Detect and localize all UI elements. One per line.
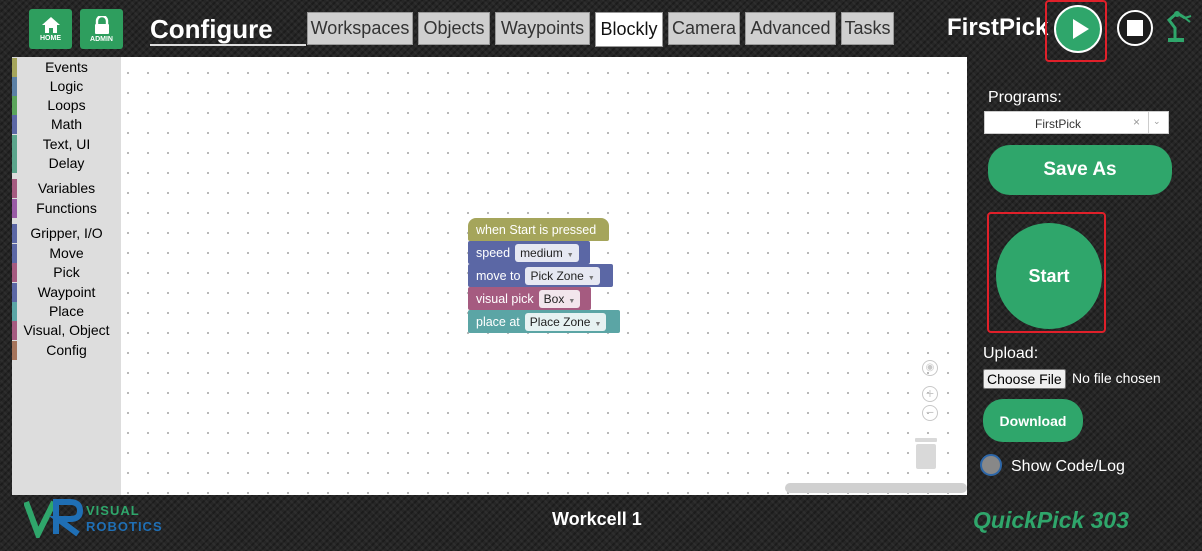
toolbox-category-waypoint[interactable]: Waypoint	[12, 283, 121, 302]
select-divider	[1148, 112, 1149, 133]
pick-object-dropdown[interactable]: Box▼	[538, 289, 581, 308]
category-color-bar	[12, 283, 17, 302]
trash-icon[interactable]	[914, 435, 938, 471]
choose-file-button[interactable]: Choose File	[983, 369, 1066, 389]
download-button[interactable]: Download	[983, 399, 1083, 442]
event-block-label: when Start is pressed	[476, 222, 597, 237]
program-select[interactable]: FirstPick × ⌄	[984, 111, 1169, 134]
tab-tasks[interactable]: Tasks	[841, 12, 894, 45]
place-block-label: place at	[476, 314, 520, 329]
zoom-out-icon[interactable]: −	[922, 405, 938, 421]
speed-block[interactable]: speed medium▼	[468, 241, 590, 264]
category-color-bar	[12, 199, 17, 218]
toolbox-category-variables[interactable]: Variables	[12, 179, 121, 198]
workcell-label: Workcell 1	[552, 509, 642, 529]
toolbox-category-pick[interactable]: Pick	[12, 263, 121, 282]
home-label: HOME	[40, 35, 61, 42]
category-color-bar	[12, 244, 17, 263]
zoom-in-icon[interactable]: +	[922, 386, 938, 402]
home-icon	[41, 17, 60, 33]
home-button[interactable]: HOME	[29, 9, 72, 49]
tab-workspaces[interactable]: Workspaces	[307, 12, 413, 45]
place-target-dropdown[interactable]: Place Zone▼	[524, 312, 607, 331]
category-color-bar	[12, 302, 17, 321]
product-name-b: 303	[1084, 507, 1129, 533]
page-title: Configure	[150, 14, 273, 44]
program-select-value: FirstPick	[1035, 117, 1081, 131]
no-file-text: No file chosen	[1072, 370, 1161, 386]
category-color-bar	[12, 77, 17, 96]
start-button[interactable]: Start	[996, 223, 1102, 329]
category-color-bar	[12, 263, 17, 282]
blockly-toolbox: Events Logic Loops Math Text, UI Delay V…	[12, 57, 121, 495]
category-color-bar	[12, 224, 17, 243]
toolbox-category-gripper-io[interactable]: Gripper, I/O	[12, 224, 121, 243]
dropdown-arrow-icon: ▼	[587, 274, 595, 282]
toolbox-category-delay[interactable]: Delay	[12, 154, 121, 173]
play-button[interactable]	[1054, 5, 1102, 53]
category-color-bar	[12, 341, 17, 360]
speed-block-label: speed	[476, 245, 511, 260]
category-color-bar	[12, 321, 17, 340]
stop-icon	[1127, 20, 1143, 36]
lock-icon	[94, 15, 109, 34]
clear-icon[interactable]: ×	[1133, 115, 1141, 129]
event-block[interactable]: when Start is pressed	[468, 218, 609, 241]
toolbox-category-math[interactable]: Math	[12, 115, 121, 134]
dropdown-arrow-icon: ▼	[594, 320, 602, 328]
robot-arm-icon[interactable]	[1165, 10, 1193, 44]
category-color-bar	[12, 115, 17, 134]
tab-blockly[interactable]: Blockly	[595, 12, 663, 47]
logo-text-top: VISUAL	[86, 503, 140, 518]
toolbox-category-place[interactable]: Place	[12, 302, 121, 321]
visual-robotics-logo	[24, 499, 84, 538]
move-target-dropdown[interactable]: Pick Zone▼	[525, 266, 600, 285]
admin-label: ADMIN	[90, 35, 113, 43]
toolbox-category-visual-object[interactable]: Visual, Object	[12, 321, 121, 340]
category-color-bar	[12, 58, 17, 77]
stop-button[interactable]	[1117, 10, 1153, 46]
move-block[interactable]: move to Pick Zone▼	[468, 264, 613, 287]
start-highlight	[987, 212, 1106, 333]
speed-dropdown[interactable]: medium▼	[515, 243, 579, 262]
play-icon	[1073, 19, 1089, 39]
product-name-a: QuickPick	[973, 507, 1085, 533]
category-color-bar	[12, 154, 17, 173]
tab-objects[interactable]: Objects	[418, 12, 490, 45]
upload-label: Upload:	[983, 345, 1039, 362]
blockly-workspace[interactable]	[12, 57, 967, 495]
place-block[interactable]: place at Place Zone▼	[468, 310, 620, 333]
title-underline	[150, 44, 306, 46]
toolbox-category-functions[interactable]: Functions	[12, 199, 121, 218]
visual-pick-block-label: visual pick	[476, 291, 534, 306]
category-color-bar	[12, 179, 17, 198]
toolbox-category-events[interactable]: Events	[12, 58, 121, 77]
dropdown-arrow-icon: ▼	[568, 297, 576, 305]
show-code-toggle[interactable]	[980, 454, 1002, 476]
move-block-label: move to	[476, 268, 521, 283]
recenter-icon[interactable]: ◉	[922, 360, 938, 376]
program-title: FirstPick	[947, 14, 1049, 41]
category-color-bar	[12, 96, 17, 115]
chevron-down-icon[interactable]: ⌄	[1153, 116, 1161, 126]
visual-pick-block[interactable]: visual pick Box▼	[468, 287, 591, 310]
logo-text-bottom: ROBOTICS	[86, 519, 163, 534]
programs-label: Programs:	[988, 89, 1062, 106]
run-highlight	[1045, 0, 1107, 62]
toolbox-category-loops[interactable]: Loops	[12, 96, 121, 115]
admin-button[interactable]: ADMIN	[80, 9, 123, 49]
dropdown-arrow-icon: ▼	[566, 251, 574, 259]
tab-camera[interactable]: Camera	[668, 12, 740, 45]
toolbox-category-text-ui[interactable]: Text, UI	[12, 135, 121, 154]
workspace-scrollbar[interactable]	[785, 483, 967, 493]
tab-waypoints[interactable]: Waypoints	[495, 12, 590, 45]
category-color-bar	[12, 135, 17, 154]
product-name: QuickPick 303	[973, 507, 1129, 534]
show-code-label: Show Code/Log	[1011, 458, 1125, 475]
toolbox-category-move[interactable]: Move	[12, 244, 121, 263]
toolbox-category-logic[interactable]: Logic	[12, 77, 121, 96]
toolbox-category-config[interactable]: Config	[12, 341, 121, 360]
save-as-button[interactable]: Save As	[988, 145, 1172, 195]
tab-advanced[interactable]: Advanced	[745, 12, 836, 45]
